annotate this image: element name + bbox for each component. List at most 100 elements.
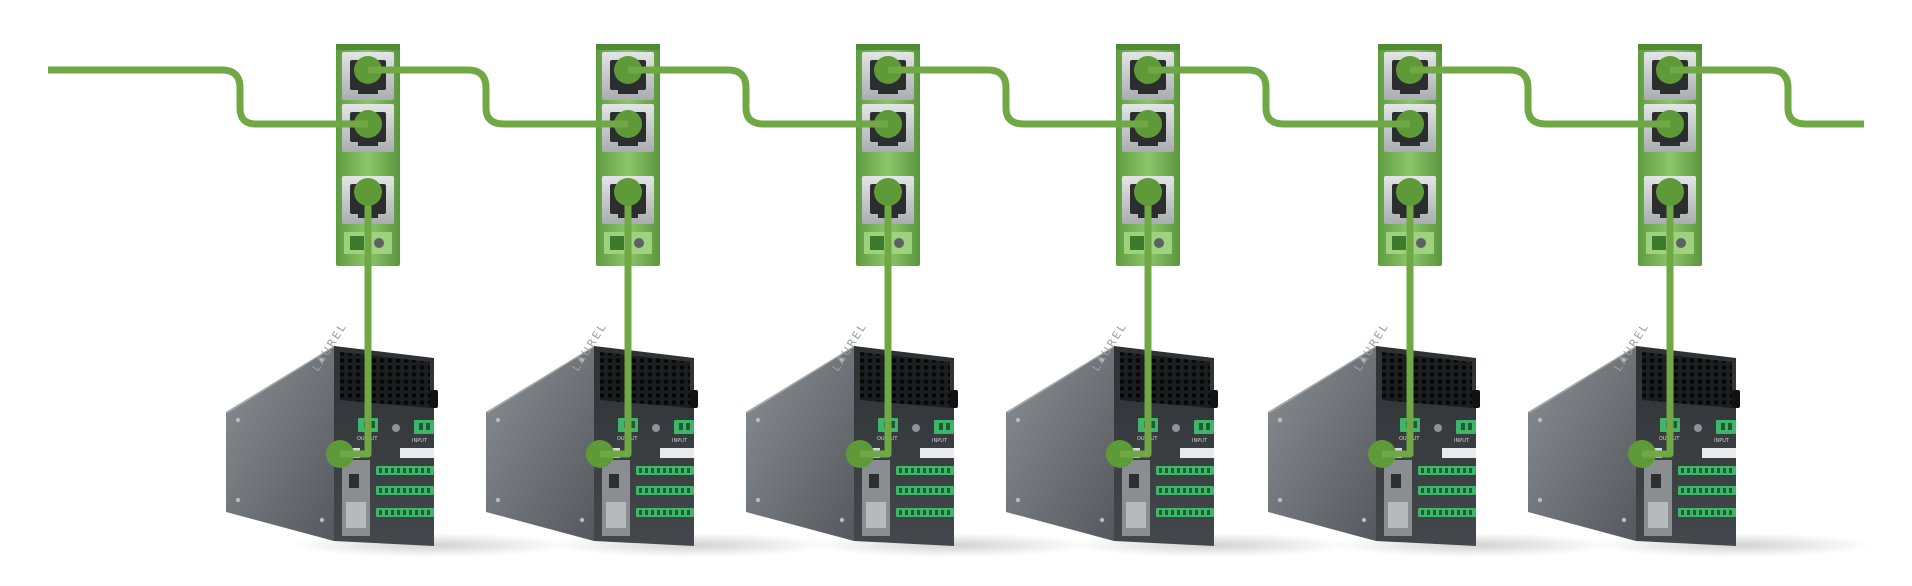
terminal-pin bbox=[415, 488, 418, 493]
terminal-pin bbox=[1421, 488, 1424, 493]
terminal-pin bbox=[935, 468, 938, 473]
terminal-pin bbox=[1469, 488, 1472, 493]
screw-icon bbox=[755, 417, 761, 423]
terminal-pin bbox=[1433, 510, 1436, 515]
terminal-pin bbox=[1729, 510, 1732, 515]
terminal-pin bbox=[941, 488, 944, 493]
terminal-pin bbox=[1687, 510, 1690, 515]
rj45-latch bbox=[878, 88, 898, 94]
port-connection-dot bbox=[614, 178, 642, 206]
terminal-pin bbox=[371, 421, 375, 428]
power-switch-icon bbox=[430, 390, 438, 408]
screw-icon bbox=[1361, 357, 1367, 363]
terminal-pin bbox=[409, 510, 412, 515]
device-side-edge bbox=[1268, 346, 1378, 413]
terminal-pin bbox=[421, 468, 424, 473]
comm-terminal-strip bbox=[400, 448, 434, 458]
terminal-pin bbox=[1729, 488, 1732, 493]
terminal-pin bbox=[1392, 236, 1406, 250]
device-side-panel bbox=[746, 346, 854, 541]
terminal-pin bbox=[639, 510, 642, 515]
fan-grille bbox=[860, 352, 950, 408]
terminal-pin bbox=[1171, 488, 1174, 493]
terminal-pin bbox=[1463, 468, 1466, 473]
input-terminal bbox=[1716, 420, 1736, 434]
terminal-pin bbox=[1469, 510, 1472, 515]
terminal-pin bbox=[1183, 488, 1186, 493]
fan-grille bbox=[1120, 352, 1210, 408]
terminal-pin bbox=[1687, 468, 1690, 473]
terminal-pin bbox=[929, 468, 932, 473]
screw-icon bbox=[1015, 417, 1021, 423]
screw-icon bbox=[1099, 357, 1105, 363]
ground-screw-icon bbox=[912, 424, 920, 432]
comm-terminal-strip bbox=[1442, 448, 1476, 458]
terminal-pin bbox=[1189, 488, 1192, 493]
screw-icon bbox=[1361, 517, 1367, 523]
device-side-panel bbox=[226, 346, 334, 541]
terminal-pin bbox=[1729, 468, 1732, 473]
terminal-pin bbox=[1451, 468, 1454, 473]
terminal-pin bbox=[1177, 488, 1180, 493]
rs232-port-icon bbox=[1129, 474, 1139, 488]
terminal-pin bbox=[1711, 468, 1714, 473]
port-connection-dot bbox=[1134, 178, 1162, 206]
devices-layer: LAURELOUTPUTINPUTLAURELOUTPUTINPUTLAUREL… bbox=[226, 320, 1873, 557]
terminal-pin bbox=[415, 468, 418, 473]
terminal-pin bbox=[385, 488, 388, 493]
terminal-pin bbox=[917, 468, 920, 473]
comm-terminal-strip bbox=[920, 448, 954, 458]
terminal-pin bbox=[1461, 423, 1465, 430]
terminal-pin bbox=[1206, 423, 1210, 430]
fan-grille bbox=[600, 352, 690, 408]
screw-icon bbox=[495, 417, 501, 423]
terminal-pin bbox=[1165, 488, 1168, 493]
terminal-pin bbox=[415, 510, 418, 515]
terminal-pin bbox=[669, 510, 672, 515]
terminal-pin bbox=[1711, 510, 1714, 515]
device-logo-plate bbox=[346, 502, 366, 528]
power-switch-icon bbox=[950, 390, 958, 408]
input-terminal bbox=[1194, 420, 1214, 434]
rj45-latch bbox=[1138, 140, 1158, 146]
terminal-screw-icon bbox=[894, 238, 904, 248]
rj45-latch bbox=[1400, 140, 1420, 146]
terminal-pin bbox=[1457, 468, 1460, 473]
terminal-pin bbox=[679, 423, 683, 430]
terminal-pin bbox=[675, 468, 678, 473]
rs232-port-icon bbox=[609, 474, 619, 488]
terminal-pin bbox=[681, 488, 684, 493]
screw-icon bbox=[579, 517, 585, 523]
terminal-pin bbox=[681, 510, 684, 515]
device-unit: LAURELOUTPUTINPUT bbox=[1006, 320, 1351, 557]
rs232-port-icon bbox=[1651, 474, 1661, 488]
terminal-pin bbox=[1201, 510, 1204, 515]
terminal-pin bbox=[1717, 488, 1720, 493]
input-label: INPUT bbox=[932, 438, 948, 444]
screw-icon bbox=[235, 417, 241, 423]
terminal-pin bbox=[1427, 510, 1430, 515]
port-connection-dot bbox=[1656, 178, 1684, 206]
rj45-latch bbox=[1400, 88, 1420, 94]
fan-grille bbox=[340, 352, 430, 408]
device-unit: LAURELOUTPUTINPUT bbox=[486, 320, 831, 557]
terminal-pin bbox=[1463, 488, 1466, 493]
terminal-pin bbox=[385, 468, 388, 473]
junction-box-top bbox=[1378, 44, 1442, 50]
terminal-pin bbox=[645, 488, 648, 493]
terminal-pin bbox=[1723, 468, 1726, 473]
terminal-pin bbox=[1445, 488, 1448, 493]
terminal-pin bbox=[657, 510, 660, 515]
ground-screw-icon bbox=[1172, 424, 1180, 432]
terminal-pin bbox=[1159, 488, 1162, 493]
terminal-pin bbox=[1723, 510, 1726, 515]
terminal-pin bbox=[1721, 423, 1725, 430]
terminal-pin bbox=[645, 510, 648, 515]
terminal-pin bbox=[1413, 421, 1417, 428]
terminal-pin bbox=[911, 468, 914, 473]
screw-icon bbox=[839, 357, 845, 363]
input-label: INPUT bbox=[1192, 438, 1208, 444]
input-label: INPUT bbox=[412, 438, 428, 444]
terminal-pin bbox=[1427, 488, 1430, 493]
device-unit: LAURELOUTPUTINPUT bbox=[1268, 320, 1613, 557]
